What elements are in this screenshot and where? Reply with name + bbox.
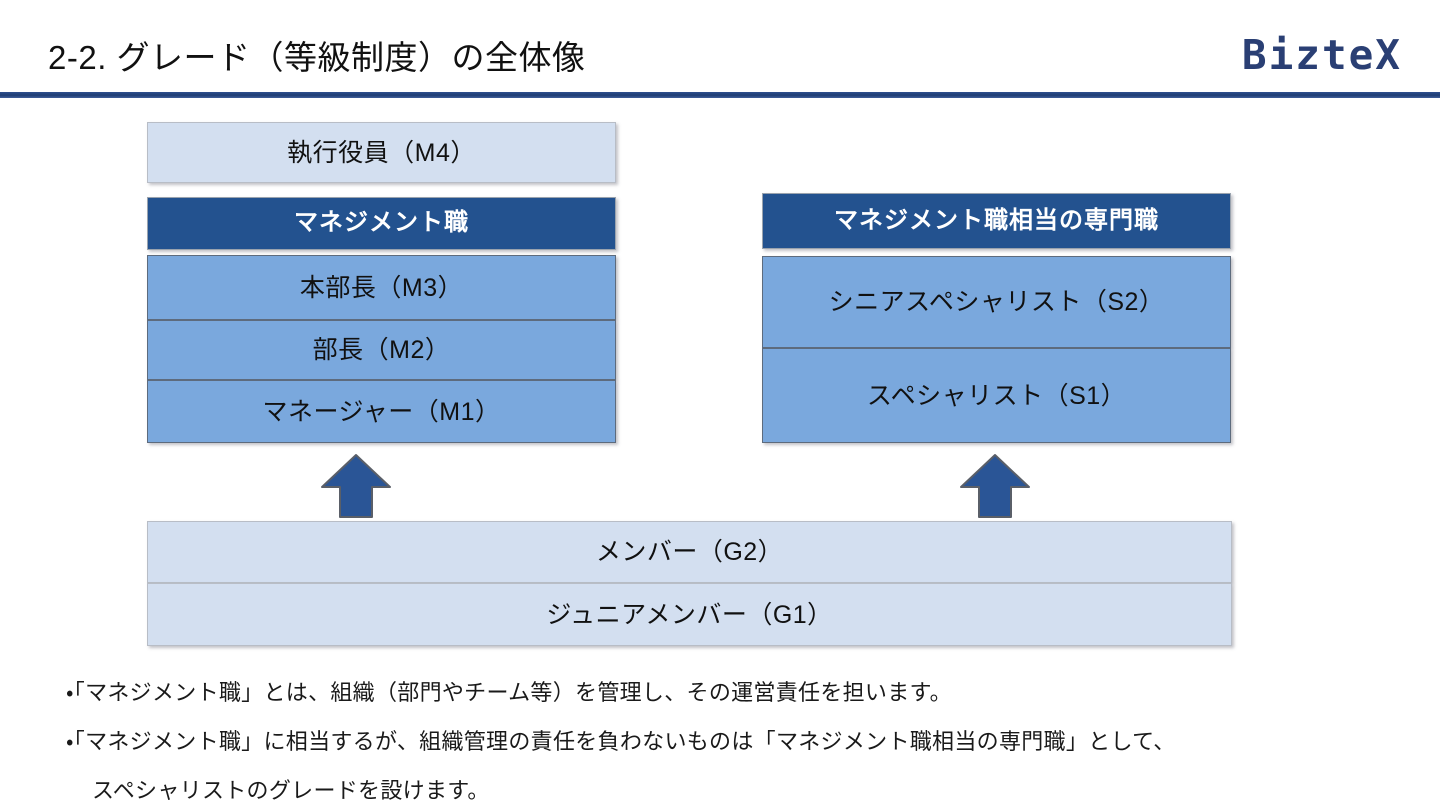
grade-box-m2: 部長（M2） bbox=[147, 320, 616, 380]
grade-box-m1: マネージャー（M1） bbox=[147, 380, 616, 443]
footnote-line-2: ・「マネジメント職」に相当するが、組織管理の責任を負わないものは「マネジメント職… bbox=[66, 729, 1176, 754]
column-header-management: マネジメント職 bbox=[147, 197, 616, 250]
footnotes: ・「マネジメント職」とは、組織（部門やチーム等）を管理し、その運営責任を担います… bbox=[66, 668, 1396, 807]
promotion-arrow-up-icon-left bbox=[320, 453, 392, 519]
grade-box-s1: スペシャリスト（S1） bbox=[762, 348, 1231, 443]
column-header-specialist: マネジメント職相当の専門職 bbox=[762, 193, 1231, 249]
grade-box-m3: 本部長（M3） bbox=[147, 255, 616, 320]
grade-box-m4: 執行役員（M4） bbox=[147, 122, 616, 183]
promotion-arrow-up-icon-right bbox=[959, 453, 1031, 519]
grade-box-s2: シニアスペシャリスト（S2） bbox=[762, 256, 1231, 348]
footnote-line-1: ・「マネジメント職」とは、組織（部門やチーム等）を管理し、その運営責任を担います… bbox=[66, 680, 952, 705]
grade-box-g1: ジュニアメンバー（G1） bbox=[147, 583, 1232, 646]
grade-box-g2: メンバー（G2） bbox=[147, 521, 1232, 583]
biztex-logo: BizteX bbox=[1241, 31, 1402, 79]
header-divider bbox=[0, 92, 1440, 98]
page-title: 2-2. グレード（等級制度）の全体像 bbox=[48, 39, 586, 76]
footnote-line-3: スペシャリストのグレードを設けます。 bbox=[92, 778, 490, 803]
